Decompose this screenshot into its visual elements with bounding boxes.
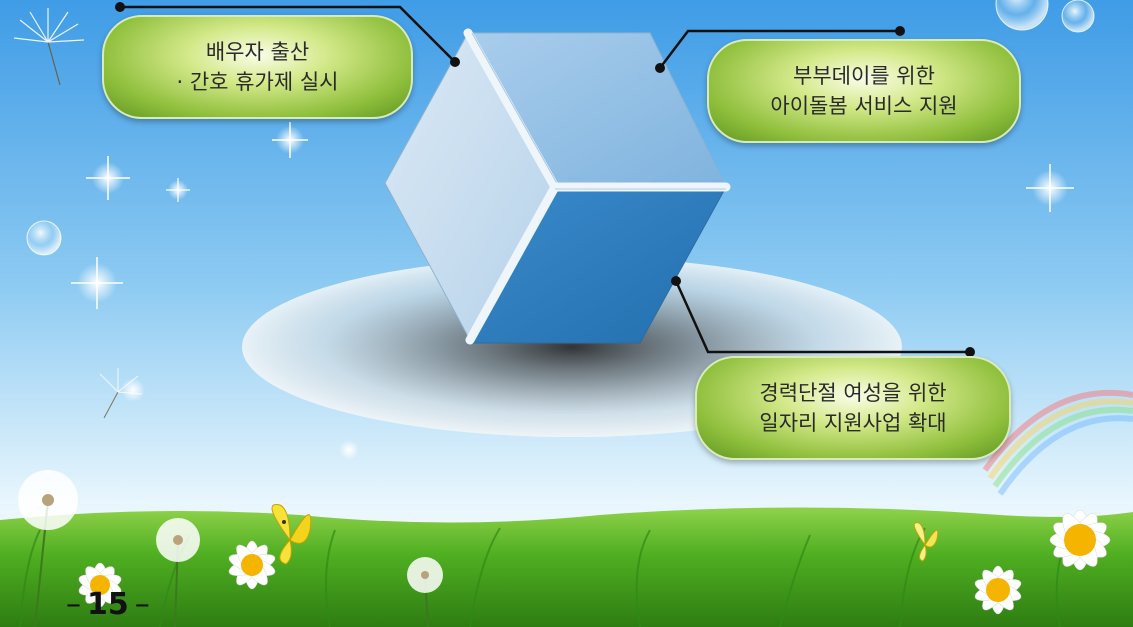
butterfly xyxy=(271,503,312,565)
rainbow xyxy=(982,389,1133,496)
butterfly xyxy=(913,522,939,562)
callout-line: 부부데이를 위한 xyxy=(793,64,935,88)
dandelion-puffs xyxy=(18,470,443,627)
connector-dots xyxy=(115,2,975,357)
bubbles xyxy=(26,0,1095,256)
connector-line-3 xyxy=(674,280,970,354)
callout-line: 경력단절 여성을 위한 xyxy=(759,381,947,405)
sparkles xyxy=(71,122,1074,460)
dandelion-seed xyxy=(13,8,85,86)
daisy-flowers xyxy=(78,509,1111,615)
page-dash-right: – xyxy=(134,586,150,622)
dandelion-seed xyxy=(99,368,143,419)
callout-line: · 간호 휴가제 실시 xyxy=(176,70,339,94)
callout-line: 아이돌봄 서비스 지원 xyxy=(770,94,958,118)
page-dash-left: – xyxy=(66,586,81,622)
callout-line: 일자리 지원사업 확대 xyxy=(759,411,947,435)
connector-lines xyxy=(120,5,970,354)
callout-spouse-leave: 배우자 출산 · 간호 휴가제 실시 xyxy=(102,15,413,119)
callout-childcare-service: 부부데이를 위한 아이돌봄 서비스 지원 xyxy=(707,39,1021,143)
page-number: – 15 – xyxy=(60,584,156,624)
callout-line: 배우자 출산 xyxy=(205,40,310,64)
connector-line-1 xyxy=(120,5,456,63)
connector-line-2 xyxy=(659,29,900,69)
callout-career-women-jobs: 경력단절 여성을 위한 일자리 지원사업 확대 xyxy=(695,356,1011,460)
page-number-value: 15 xyxy=(87,586,129,622)
grass xyxy=(0,507,1133,627)
